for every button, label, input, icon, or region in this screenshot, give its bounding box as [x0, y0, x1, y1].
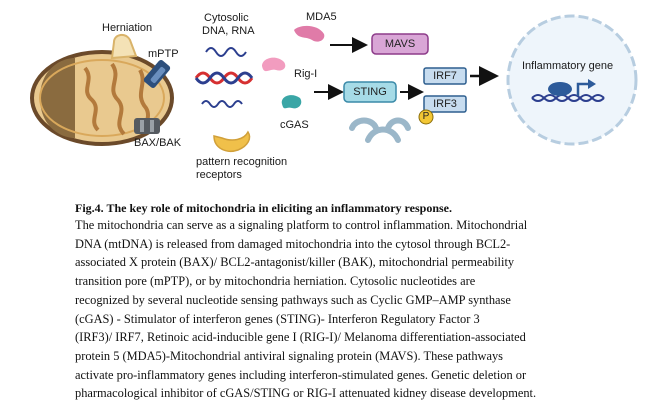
bax-bak-label: BAX/BAK: [134, 137, 182, 149]
irf3-box: [423, 95, 467, 113]
caption-line: transition pore (mPTP), or by mitochondr…: [75, 274, 476, 289]
caption-line: (cGAS) - Stimulator of interferon genes …: [75, 311, 480, 326]
caption-line: activate pro-inflammatory genes includin…: [75, 367, 527, 382]
caption-line: The mitochondria can serve as a signalin…: [75, 218, 528, 232]
phosphate-label: P: [422, 111, 430, 122]
irf3-label: IRF3: [433, 98, 457, 110]
cgas-receptor-icon: [281, 95, 302, 109]
caption-line: pharmacological inhibitor of cGAS/STING …: [75, 386, 537, 401]
sting-box: [343, 81, 397, 103]
cytosolic-dna-helix-icon: [194, 71, 254, 85]
mptp-label: mPTP: [148, 48, 179, 60]
prr-label-line2: receptors: [196, 169, 242, 181]
inflammatory-gene-label: Inflammatory gene: [522, 60, 614, 72]
cytosolic-rna-strand-icon: [201, 100, 243, 108]
figure-panel: Herniation mPTP BAX/BAK Cytosolic DNA, R…: [0, 0, 656, 200]
caption-line: (IRF3)/ IRF7, Retinoic acid-inducible ge…: [75, 330, 526, 345]
nucleus-icon: [506, 14, 638, 146]
rig-i-receptor-icon: [262, 57, 286, 72]
irf7-box: [423, 67, 467, 85]
caption-line: associated X protein (BAX)/ BCL2-antagon…: [75, 255, 515, 270]
figure-caption-body: The mitochondria can serve as a signalin…: [75, 216, 595, 403]
rig-i-label: Rig-I: [294, 68, 318, 80]
herniation-bulge-icon: [110, 34, 138, 60]
caption-line: recognized by several nucleotide sensing…: [75, 292, 511, 307]
cytosolic-label-line2: DNA, RNA: [202, 25, 255, 37]
sting-label: STING: [353, 86, 387, 98]
herniation-label: Herniation: [102, 22, 153, 34]
mavs-box: [371, 33, 429, 55]
cgas-label: cGAS: [280, 119, 309, 131]
cytosolic-rna-icon: [205, 47, 247, 57]
phosphate-icon: [418, 109, 434, 125]
cytosolic-label-line1: Cytosolic: [204, 12, 249, 24]
er-membrane-icon: [349, 117, 411, 143]
figure-illustration: [30, 14, 638, 152]
caption-line: DNA (mtDNA) is released from damaged mit…: [75, 236, 511, 251]
dna-gene-icon: [531, 79, 605, 102]
prr-receptor-icon: [213, 130, 251, 152]
bax-bak-channel-icon: [134, 118, 160, 134]
mavs-label: MAVS: [384, 38, 416, 50]
mda5-receptor-icon: [294, 25, 325, 42]
mitochondrion-icon: [30, 50, 174, 146]
mptp-pore-icon: [143, 60, 171, 88]
caption-line: protein 5 (MDA5)-Mitochondrial antiviral…: [75, 348, 503, 363]
irf7-label: IRF7: [433, 70, 457, 82]
mda5-label: MDA5: [306, 11, 337, 23]
prr-label-line1: pattern recognition: [196, 156, 288, 168]
figure-caption-title: Fig.4. The key role of mitochondria in e…: [75, 201, 452, 215]
